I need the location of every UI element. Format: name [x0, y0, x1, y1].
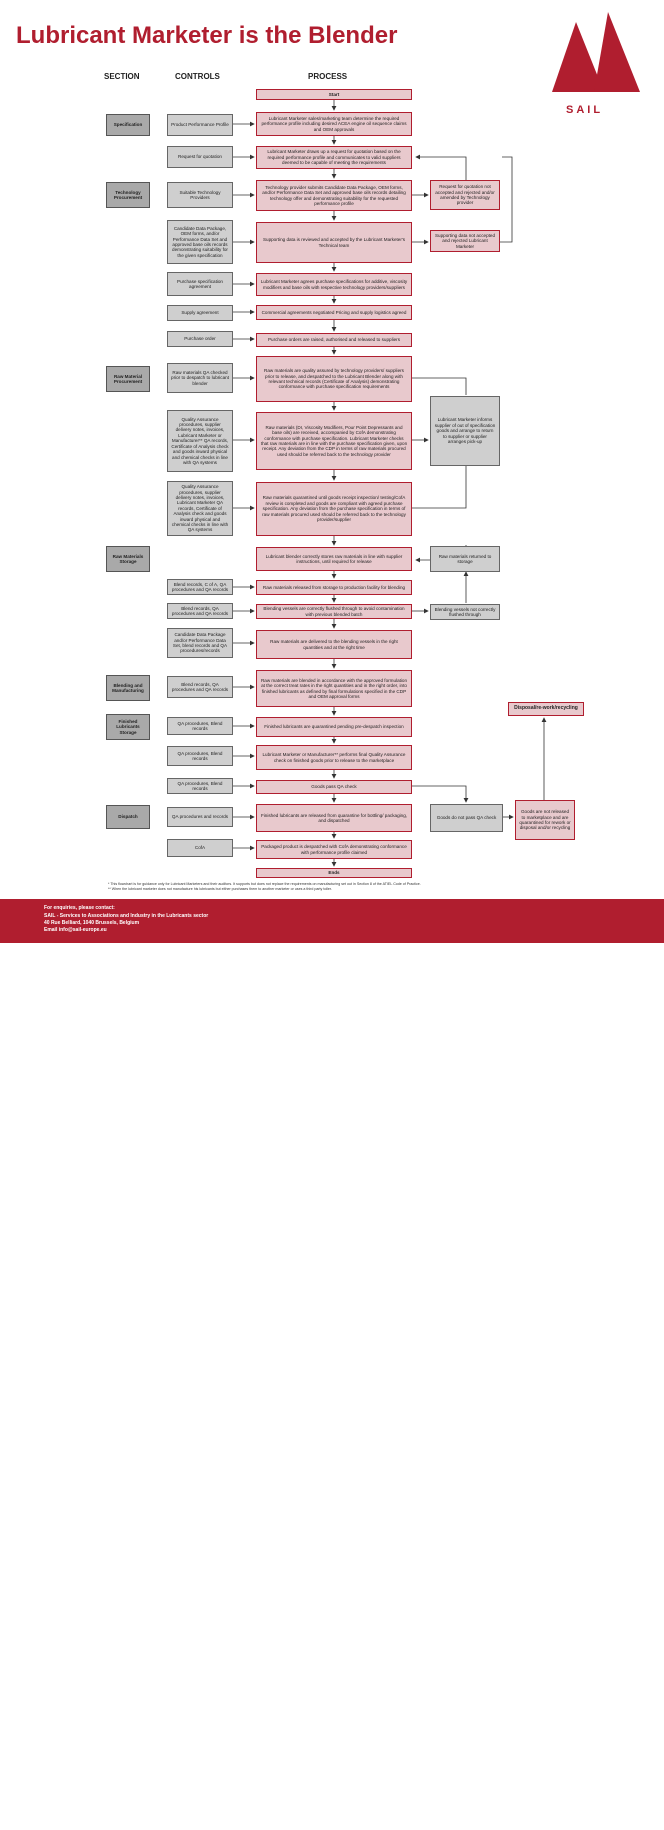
section-specification: Specification	[106, 114, 150, 136]
section-technology-procurement: Technology Procurement	[106, 182, 150, 208]
flowchart-connectors	[233, 100, 547, 867]
footer: For enquiries, please contact: SAIL - Se…	[0, 899, 664, 1830]
process-commercial-agreements: Commercial agreements negotiated Pricing…	[256, 305, 412, 320]
section-dispatch: Dispatch	[106, 805, 150, 829]
controls-column-header: CONTROLS	[175, 72, 220, 81]
control-qa-procedures-final-check: QA procedures, Blend records	[167, 746, 233, 766]
control-performance-profile: Product Performance Profile	[167, 114, 233, 136]
sail-logo-text: SAIL	[566, 104, 604, 116]
control-technology-providers: Suitable Technology Providers	[167, 182, 233, 208]
raw-materials-returned: Raw materials returned to storage	[430, 546, 500, 572]
process-request-quotation: Lubricant Marketer draws up a request fo…	[256, 146, 412, 169]
control-qa-procedures-quarantine-finished: QA procedures, Blend records	[167, 717, 233, 735]
process-raw-materials-quarantined: Raw materials quarantined until goods re…	[256, 482, 412, 536]
process-blend-materials: Raw materials are blended in accordance …	[256, 670, 412, 707]
section-blending-manufacturing: Blending and Manufacturing	[106, 675, 150, 701]
goods-fail-qa: Goods do not pass QA check	[430, 804, 503, 832]
process-goods-pass-qa: Goods pass QA check	[256, 780, 412, 794]
control-supply-agreement: Supply agreement	[167, 305, 233, 321]
process-determine-profile: Lubricant Marketer sales/marketing team …	[256, 112, 412, 136]
section-column-header: SECTION	[104, 72, 140, 81]
footer-copyright: © SAIL 2025 Version 1.0	[570, 1825, 616, 1830]
process-purchase-orders: Purchase orders are raised, authorised a…	[256, 333, 412, 347]
process-despatch-with-cofa: Packaged product is despatched with CofA…	[256, 840, 412, 859]
vessels-not-flushed: Blending vessels not correctly flushed t…	[430, 604, 500, 620]
process-quarantine-finished: Finished lubricants are quarantined pend…	[256, 717, 412, 737]
reject-supporting-data: Supporting data not accepted and rejecte…	[430, 230, 500, 252]
control-qa-procedures-receipt: Quality Assurance procedures, supplier d…	[167, 410, 233, 472]
control-purchase-order: Purchase order	[167, 331, 233, 347]
process-release-raw-materials: Raw materials released from storage to p…	[256, 580, 412, 595]
return-out-of-spec-goods: Lubricant Marketer informs supplier of o…	[430, 396, 500, 466]
control-raw-materials-qa: Raw materials QA checked prior to despat…	[167, 363, 233, 393]
goods-not-released: Goods are not released to marketplace an…	[515, 800, 575, 840]
footnotes: * This flowchart is for guidance only fo…	[108, 882, 628, 892]
process-store-raw-materials: Lubricant blender correctly stores raw m…	[256, 547, 412, 571]
control-candidate-data-package: Candidate Data Package, OEM forms, and/o…	[167, 220, 233, 264]
footer-address: 40 Rue Belliard, 1040 Brussels, Belgium	[44, 920, 140, 926]
sail-logo	[552, 12, 640, 92]
footer-organisation: SAIL - Services to Associations and Indu…	[44, 913, 209, 919]
process-final-qa-check: Lubricant Marketer or Manufacturer** per…	[256, 745, 412, 770]
control-qa-procedures-quarantine: Quality Assurance procedures, supplier d…	[167, 481, 233, 536]
control-blend-records-blending: Blend records, QA procedures and QA reco…	[167, 676, 233, 698]
process-release-from-quarantine: Finished lubricants are released from qu…	[256, 804, 412, 832]
process-agree-specifications: Lubricant Marketer agrees purchase speci…	[256, 273, 412, 296]
page-title: Lubricant Marketer is the Blender	[16, 22, 398, 49]
process-raw-materials-despatched: Raw materials are quality assured by tec…	[256, 356, 412, 402]
process-submit-data-package: Technology provider submits Candidate Da…	[256, 180, 412, 211]
control-request-for-quotation: Request for quotation	[167, 146, 233, 168]
footnote-1: * This flowchart is for guidance only fo…	[108, 882, 421, 886]
disposal-rework-recycling: Disposal/re-work/recycling	[508, 702, 584, 716]
control-blend-records-flush: Blend records, QA procedures and QA reco…	[167, 603, 233, 619]
process-review-data: Supporting data is reviewed and accepted…	[256, 222, 412, 263]
section-raw-material-procurement: Raw Material Procurement	[106, 366, 150, 392]
control-blend-records-cofa: Blend records, C of A, QA procedures and…	[167, 579, 233, 595]
control-cdp-blend-records: Candidate Data Package and/or Performanc…	[167, 628, 233, 658]
reject-quotation: Request for quotation not accepted and r…	[430, 180, 500, 210]
control-qa-procedures-release: QA procedures and records	[167, 807, 233, 827]
footer-email[interactable]: Email info@sail-europe.eu	[44, 927, 107, 933]
process-column-header: PROCESS	[308, 72, 348, 81]
process-start: Start	[256, 89, 412, 100]
control-purchase-specification: Purchase specification agreement	[167, 272, 233, 296]
footer-enquiries: For enquiries, please contact:	[44, 905, 115, 911]
section-raw-materials-storage: Raw Materials Storage	[106, 546, 150, 572]
process-ends: Ends	[256, 868, 412, 878]
footnote-2: ** When the lubricant marketer does not …	[108, 887, 332, 891]
process-flush-vessels: Blending vessels are correctly flushed t…	[256, 604, 412, 619]
process-deliver-to-vessels: Raw materials are delivered to the blend…	[256, 630, 412, 659]
control-qa-procedures-pass: QA procedures, Blend records	[167, 778, 233, 794]
control-cofa: CofA	[167, 839, 233, 857]
process-raw-materials-received: Raw materials (DI, Viscosity Modifiers, …	[256, 412, 412, 470]
section-finished-lubricants-storage: Finished Lubricants Storage	[106, 714, 150, 740]
